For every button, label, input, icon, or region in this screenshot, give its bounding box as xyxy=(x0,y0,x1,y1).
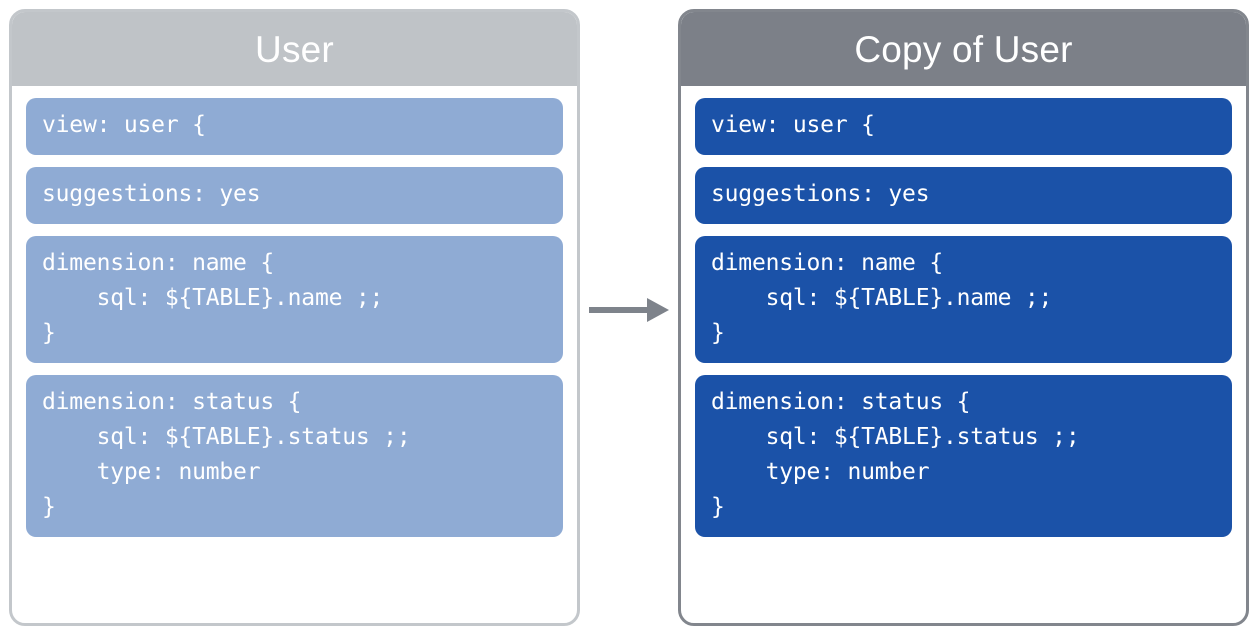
panel-source-user: User view: user { suggestions: yes dimen… xyxy=(9,9,580,626)
code-block-view-declaration: view: user { xyxy=(26,98,563,155)
arrow-right-icon xyxy=(589,298,669,322)
code-block-dimension-status: dimension: status { sql: ${TABLE}.status… xyxy=(695,375,1232,537)
panel-copy-title: Copy of User xyxy=(681,12,1246,86)
code-block-dimension-name: dimension: name { sql: ${TABLE}.name ;; … xyxy=(26,236,563,363)
panel-source-body: view: user { suggestions: yes dimension:… xyxy=(12,86,577,623)
code-block-suggestions-setting: suggestions: yes xyxy=(26,167,563,224)
copy-arrow xyxy=(589,296,671,324)
code-block-view-declaration: view: user { xyxy=(695,98,1232,155)
panel-source-title: User xyxy=(12,12,577,86)
code-block-suggestions-setting: suggestions: yes xyxy=(695,167,1232,224)
panel-copy-of-user: Copy of User view: user { suggestions: y… xyxy=(678,9,1249,626)
panel-copy-body: view: user { suggestions: yes dimension:… xyxy=(681,86,1246,623)
code-block-dimension-name: dimension: name { sql: ${TABLE}.name ;; … xyxy=(695,236,1232,363)
code-block-dimension-status: dimension: status { sql: ${TABLE}.status… xyxy=(26,375,563,537)
